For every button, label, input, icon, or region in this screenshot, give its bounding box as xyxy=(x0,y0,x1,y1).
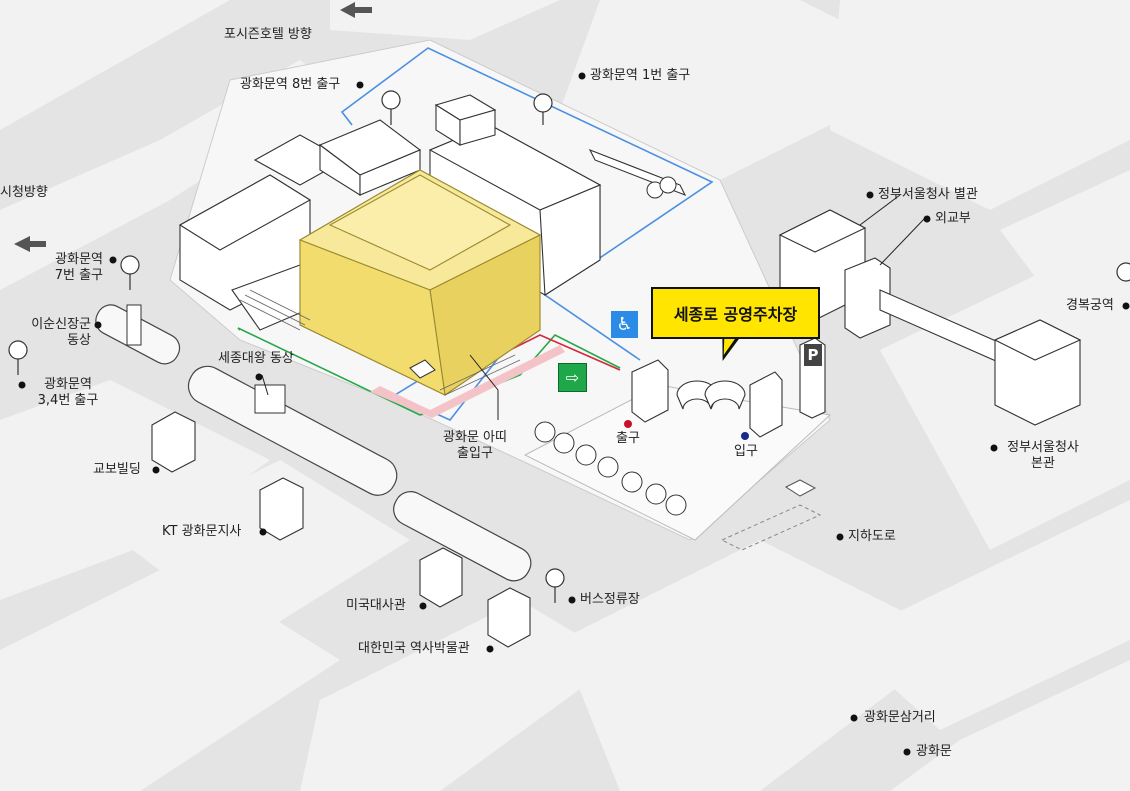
sejong-center-highlight xyxy=(298,169,542,396)
label-kt: KT 광화문지사 xyxy=(162,524,242,539)
label-gyeongbokgung: 경복궁역 xyxy=(1066,298,1114,313)
label-exit1: 광화문역 1번 출구 xyxy=(590,68,691,83)
label-exit8: 광화문역 8번 출구 xyxy=(240,77,341,92)
parking-sign-bg xyxy=(804,344,822,366)
label-four-seasons: 포시즌호텔 방향 xyxy=(224,27,312,42)
label-sejong-statue: 세종대왕 동상 xyxy=(218,351,294,366)
label-underpass: 지하도로 xyxy=(848,529,896,544)
parking-lot-callout: 세종로 공영주차장 xyxy=(651,287,820,339)
route-blue xyxy=(340,47,714,361)
pink-path xyxy=(370,345,565,418)
label-kyobo: 교보빌딩 xyxy=(93,462,141,477)
direction-arrows xyxy=(14,2,372,252)
label-city-hall: 시청방향 xyxy=(0,185,48,200)
emergency-exit-icon: ⇨ xyxy=(558,363,587,392)
label-gov-main: 정부서울청사 본관 xyxy=(1007,440,1079,471)
entrance-dot xyxy=(741,432,749,440)
trees xyxy=(534,176,687,516)
small-buildings xyxy=(151,411,531,648)
underpass xyxy=(720,504,822,551)
label-history-museum: 대한민국 역사박물관 xyxy=(358,641,470,656)
route-green xyxy=(237,327,621,416)
label-atti-entrance: 광화문 아띠 출입구 xyxy=(443,430,507,461)
label-yi-sunsin: 이순신장군 동상 xyxy=(31,317,91,348)
steps xyxy=(239,289,521,396)
accessible-icon: ♿ xyxy=(611,311,638,338)
label-exit7: 광화문역 7번 출구 xyxy=(54,252,103,283)
statues xyxy=(126,304,436,414)
label-bus-stop: 버스정류장 xyxy=(580,592,640,607)
label-exit34: 광화문역 3,4번 출구 xyxy=(37,377,99,408)
label-mofa: 외교부 xyxy=(935,211,971,226)
label-gwanghwamun: 광화문 xyxy=(916,744,952,759)
parking-icon: P xyxy=(807,346,819,364)
gov-buildings xyxy=(778,209,1082,426)
label-us-embassy: 미국대사관 xyxy=(346,598,406,613)
label-gwanghwamun-intersection: 광화문삼거리 xyxy=(864,710,936,725)
label-bullets xyxy=(18,72,1130,756)
left-buildings xyxy=(178,119,422,331)
signposts xyxy=(8,90,1130,603)
exit-dot xyxy=(624,420,632,428)
label-entrance: 입구 xyxy=(734,444,758,459)
label-exit: 출구 xyxy=(616,431,640,446)
label-gov-annex: 정부서울청사 별관 xyxy=(878,187,978,202)
leader-lines xyxy=(261,194,926,420)
